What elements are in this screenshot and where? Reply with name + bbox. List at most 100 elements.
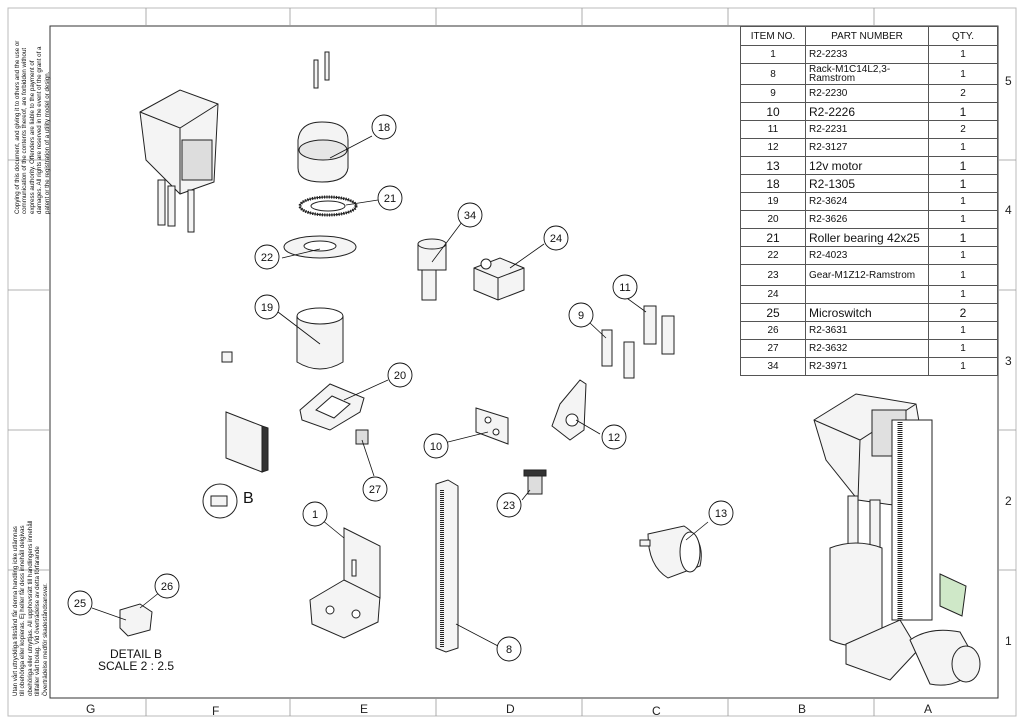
bom-part [805,285,929,304]
bom-item: 20 [740,210,806,229]
bom-item: 10 [740,102,806,121]
balloon-13-label: 13 [715,508,727,520]
zone-label-e: E [360,702,369,716]
bom-item: 26 [740,321,806,340]
assembled-unit [813,393,981,686]
upper-housing-part [139,89,219,233]
balloon-21 [377,185,403,211]
balloon-25 [67,590,93,616]
bom-qty: 1 [928,174,998,193]
bom-qty: 1 [928,210,998,229]
bom-part: Rack-M1C14L2,3-Ramstrom [805,63,929,85]
zone-label-5: 5 [1005,74,1012,88]
copyright-line: Copying of this document, and giving it … [14,40,21,214]
part-27-bracket [355,429,369,445]
bom-item: 27 [740,339,806,358]
bom-part: R2-3127 [805,138,929,157]
bom-part: Roller bearing 42x25 [805,228,929,247]
bom-part: R2-3971 [805,357,929,376]
part-25-microswitch [119,603,153,637]
zone-label-2: 2 [1005,494,1012,508]
balloon-27 [362,476,388,502]
balloon-22 [254,244,280,270]
bom-qty: 1 [928,321,998,340]
balloon-9-label: 9 [578,310,584,322]
part-23-gear [523,469,547,495]
screw-pair [313,51,330,89]
zone-label-3: 3 [1005,354,1012,368]
part-10-block [475,407,509,445]
balloon-26-label: 26 [161,581,173,593]
bom-item: 12 [740,138,806,157]
balloon-20 [387,362,413,388]
bom-item: 18 [740,174,806,193]
bom-qty: 1 [928,357,998,376]
bom-item: 8 [740,63,806,85]
balloon-21-label: 21 [384,193,396,205]
balloon-24-label: 24 [550,233,562,245]
bom-qty: 2 [928,84,998,103]
balloon-8-label: 8 [506,644,512,656]
detail-b-marker [202,483,238,519]
bom-qty: 1 [928,102,998,121]
part-21-roller-bearing [298,195,358,217]
bom-part: R2-3626 [805,210,929,229]
balloon-1 [302,501,328,527]
copyright-line: patent or the registration of a utility … [43,71,51,214]
balloon-18 [371,114,397,140]
bom-item: 13 [740,156,806,175]
part-8-rack [435,479,459,653]
zone-label-b: B [798,702,807,716]
zone-label-4: 4 [1005,203,1012,217]
swedish-line: tillfaller vårt bolag. Vid överträdelse … [34,546,42,696]
zone-label-g: G [86,702,96,716]
part-18-cup [297,121,349,183]
balloon-11 [612,274,638,300]
balloon-8 [496,636,522,662]
swedish-line: till obehöriga eller kopieras. Ej heller… [19,525,27,696]
bom-qty: 1 [928,192,998,211]
balloon-1-label: 1 [312,509,318,521]
copyright-line: communication of the contents thereof, a… [21,47,29,214]
part-24-servo [473,257,525,301]
copyright-line: damages. All rights are reserved in the … [36,46,44,214]
bom-item: 23 [740,264,806,286]
bom-item: 25 [740,303,806,322]
bom-part: R2-1305 [805,174,929,193]
balloon-18-label: 18 [378,122,390,134]
bom-part: R2-2230 [805,84,929,103]
bom-header-qty: QTY. [928,26,998,46]
balloon-12 [601,424,627,450]
balloon-23 [496,492,522,518]
detail-b-reference-letter: B [243,490,254,507]
swedish-note: Utan vårt uttryckliga tillstånd får denn… [12,521,49,696]
bom-header-part: PART NUMBER [805,26,929,46]
part-19-sleeve [296,307,344,370]
zone-label-c: C [652,704,661,718]
part-12-bracket [551,379,587,441]
zone-label-1: 1 [1005,634,1012,648]
balloon-25-label: 25 [74,598,86,610]
detail-b-caption: DETAIL B SCALE 2 : 2.5 [96,648,176,672]
balloon-20-label: 20 [394,370,406,382]
bom-part: R2-3632 [805,339,929,358]
bom-qty: 1 [928,45,998,64]
part-13-motor [639,525,702,579]
bom-qty: 1 [928,228,998,247]
circuit-board [225,411,269,473]
swedish-line: Överträdelse medför skadeståndsansvar. [41,583,49,696]
